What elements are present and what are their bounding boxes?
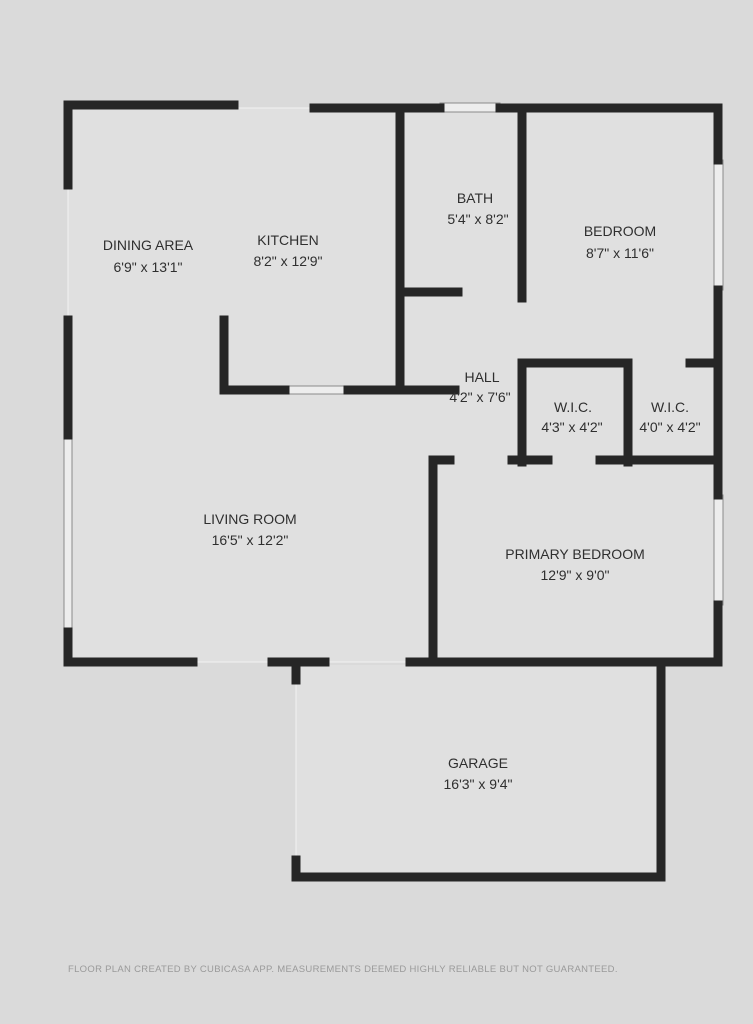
garage-floor xyxy=(296,665,661,877)
room-size-dining: 6'9" x 13'1" xyxy=(114,259,183,275)
room-name-living: LIVING ROOM xyxy=(203,511,296,527)
room-name-wic-2: W.I.C. xyxy=(651,399,689,415)
room-size-wic-2: 4'0" x 4'2" xyxy=(639,419,700,435)
room-size-garage: 16'3" x 9'4" xyxy=(444,776,513,792)
room-size-hall: 4'2" x 7'6" xyxy=(449,389,510,405)
room-size-kitchen: 8'2" x 12'9" xyxy=(254,253,323,269)
room-name-primary-bedroom: PRIMARY BEDROOM xyxy=(505,546,645,562)
window-living-room xyxy=(63,434,73,633)
window-primary-bedroom xyxy=(713,494,724,606)
room-size-bedroom: 8'7" x 11'6" xyxy=(586,245,654,261)
house-floor xyxy=(68,108,718,662)
room-size-living: 16'5" x 12'2" xyxy=(212,532,289,548)
room-name-hall: HALL xyxy=(464,369,499,385)
room-name-garage: GARAGE xyxy=(448,755,508,771)
room-labels: DINING AREA 6'9" x 13'1" KITCHEN 8'2" x … xyxy=(103,190,701,792)
room-name-dining: DINING AREA xyxy=(103,237,194,253)
room-size-primary-bedroom: 12'9" x 9'0" xyxy=(541,567,610,583)
room-size-wic-1: 4'3" x 4'2" xyxy=(541,419,602,435)
openings xyxy=(67,107,410,860)
room-name-bedroom: BEDROOM xyxy=(584,223,656,239)
window-bedroom xyxy=(713,159,724,291)
footer-disclaimer: FLOOR PLAN CREATED BY CUBICASA APP. MEAS… xyxy=(68,964,618,975)
window-bath xyxy=(439,102,501,113)
room-name-kitchen: KITCHEN xyxy=(257,232,318,248)
walls xyxy=(63,100,723,882)
room-name-wic-1: W.I.C. xyxy=(554,399,592,415)
room-name-bath: BATH xyxy=(457,190,493,206)
window-kitchen xyxy=(284,385,349,395)
room-size-bath: 5'4" x 8'2" xyxy=(447,211,508,227)
floor-areas xyxy=(68,108,718,877)
